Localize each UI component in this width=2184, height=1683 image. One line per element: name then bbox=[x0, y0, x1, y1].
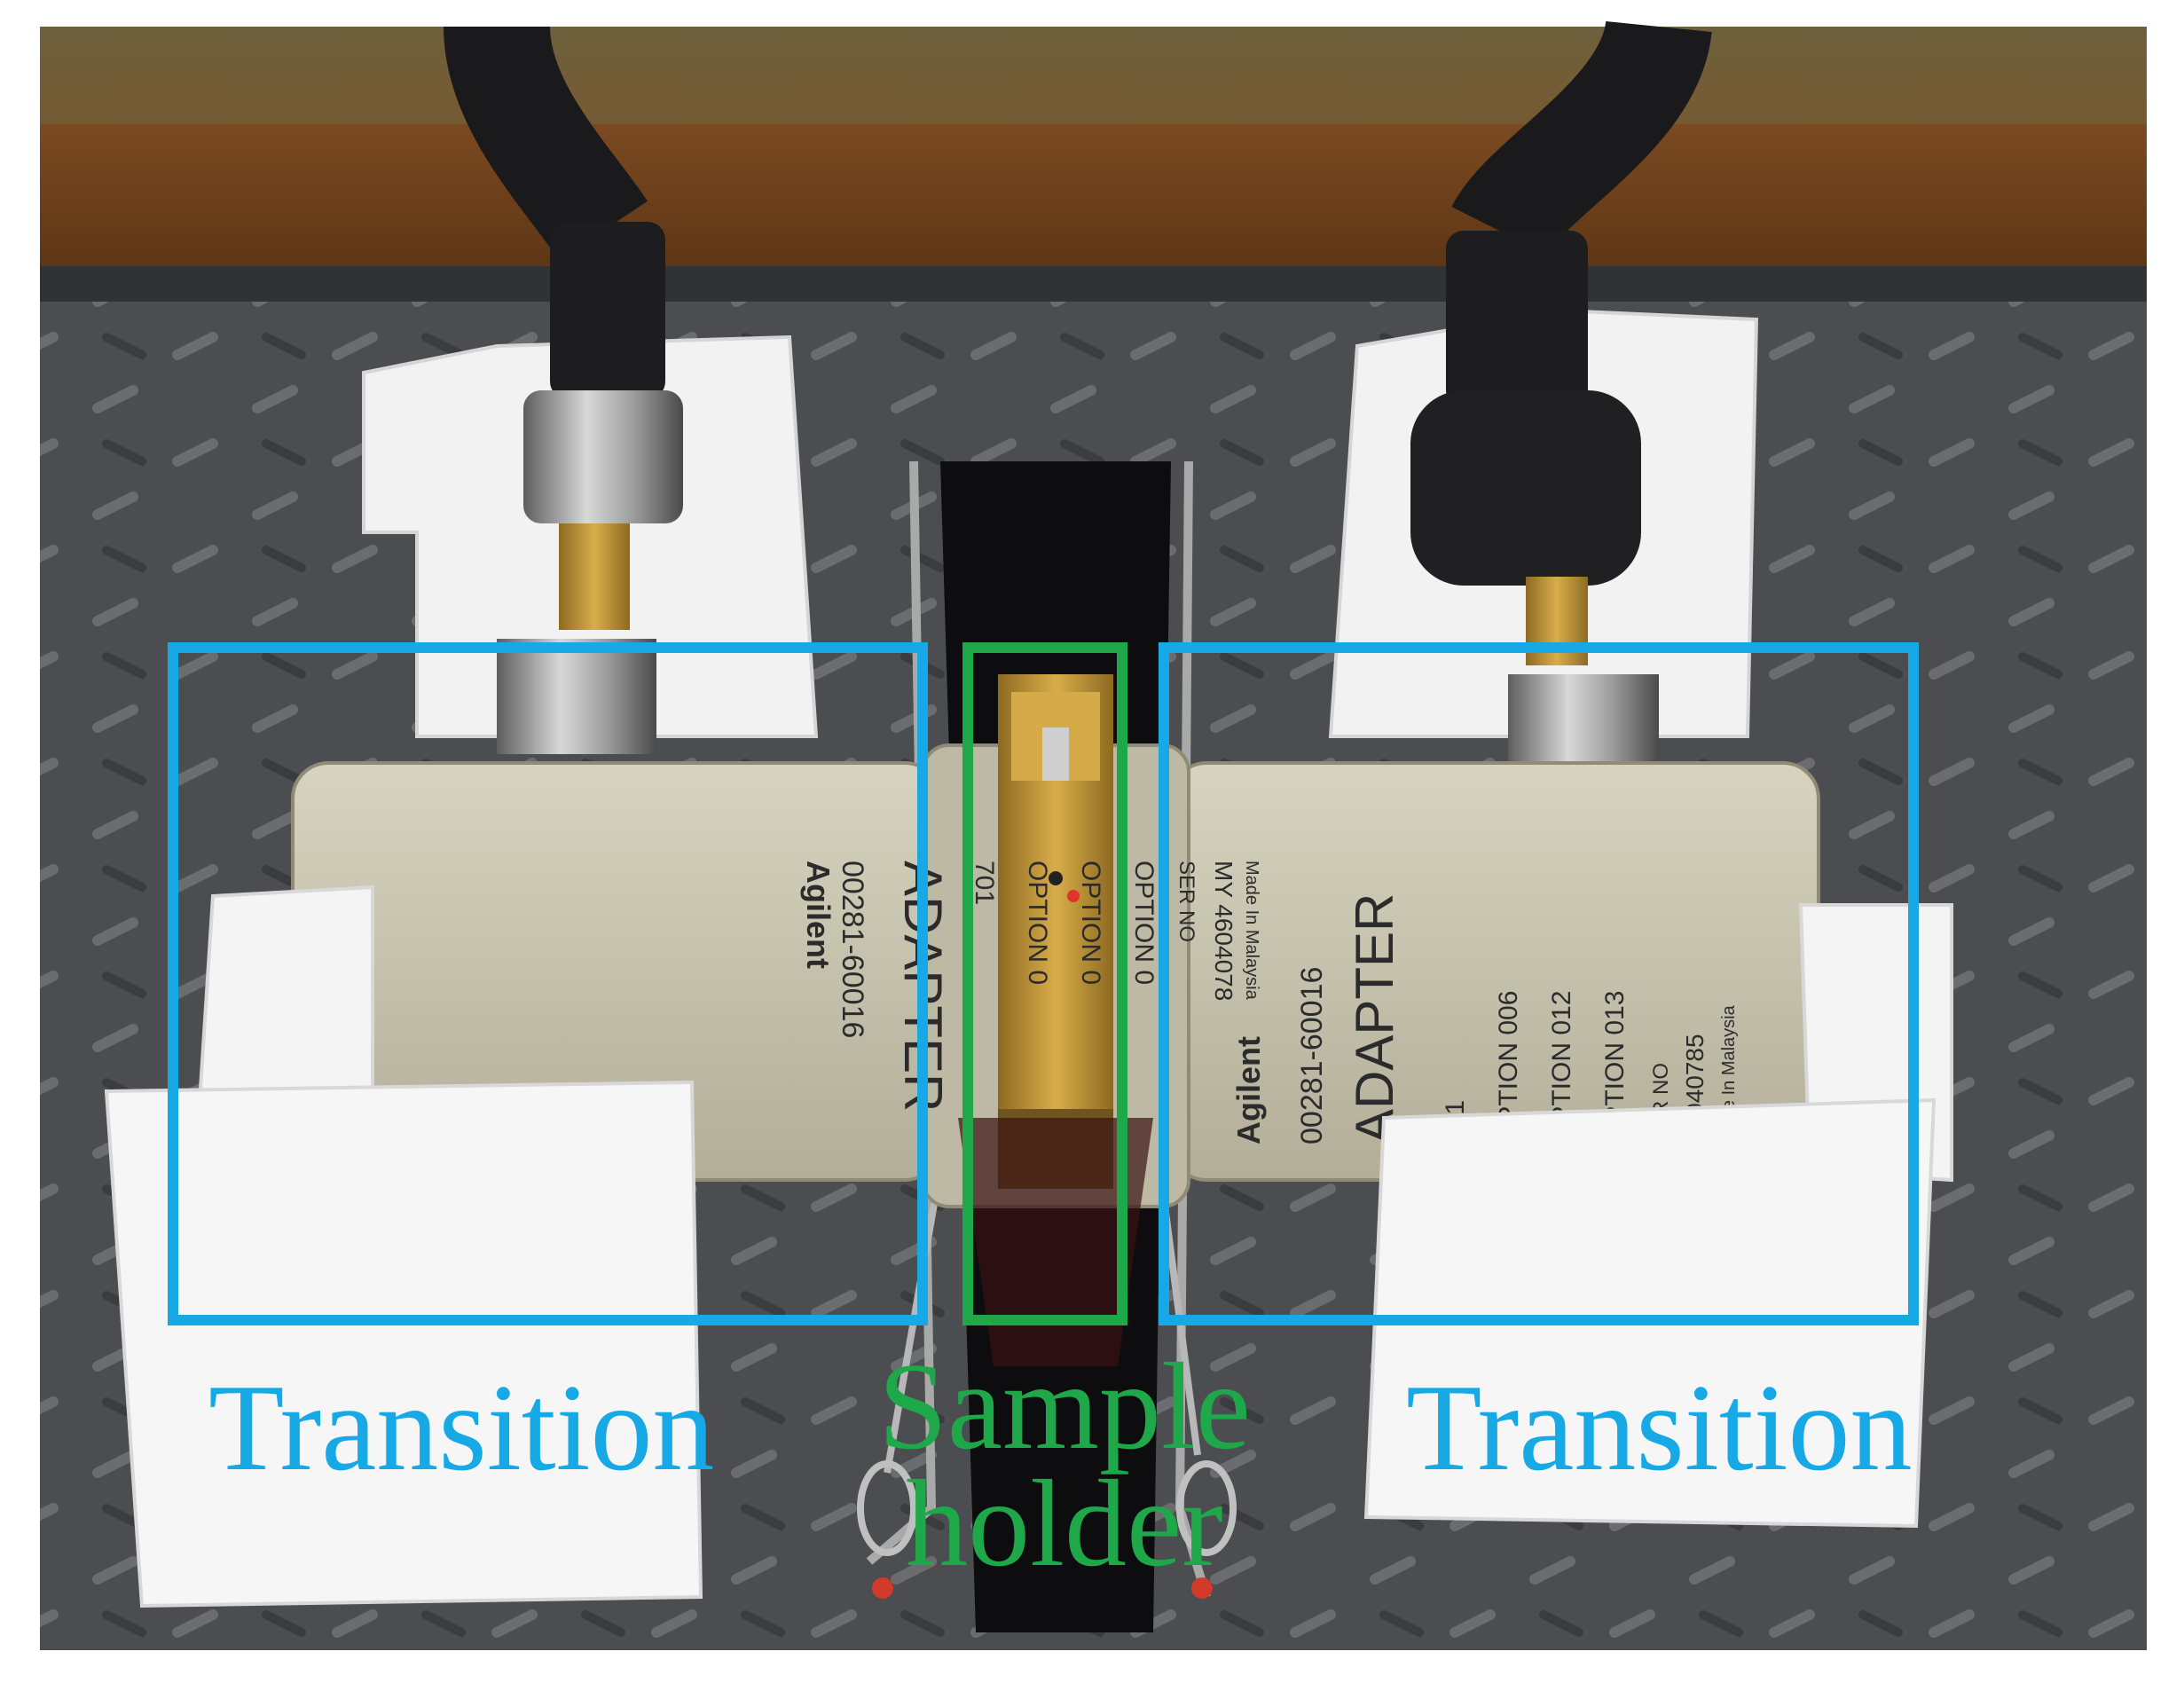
foam-block-front-right bbox=[1363, 1097, 1937, 1529]
left-adapter-option-3: OPTION 0 bbox=[1076, 861, 1105, 985]
transition-box-right bbox=[1159, 642, 1919, 1325]
left-adapter-serial: MY 4604078 bbox=[1210, 861, 1237, 1001]
right-adapter-name: ADAPTER bbox=[1345, 893, 1404, 1144]
foam-block-front-left bbox=[104, 1080, 703, 1608]
sample-holder-label-line-2: holder bbox=[906, 1454, 1223, 1593]
left-connector-nut bbox=[523, 390, 683, 523]
transition-label-right: Transition bbox=[1406, 1359, 1913, 1497]
left-cable bbox=[444, 24, 648, 261]
left-adapter-option-2: OPTION 0 bbox=[1023, 861, 1052, 985]
left-adapter-part: 00281-60016 bbox=[836, 861, 869, 1038]
left-adapter-serial-label: SER NO bbox=[1174, 861, 1198, 942]
sample-holder-box bbox=[962, 642, 1127, 1325]
transition-label-left: Transition bbox=[208, 1359, 715, 1497]
right-cable bbox=[1451, 18, 1712, 258]
sample-holder-label-line-1: Sample bbox=[878, 1338, 1251, 1475]
left-adapter-brand: Agilent bbox=[800, 861, 837, 969]
right-adapter-brand: Agilent bbox=[1230, 1036, 1267, 1144]
right-adapter-part: 00281-60016 bbox=[1295, 967, 1329, 1144]
right-connector-cap bbox=[1410, 390, 1641, 586]
transition-box-left bbox=[168, 642, 928, 1325]
sample-holder-label: Sample holder bbox=[878, 1338, 1251, 1593]
left-adapter-origin: Made In Malaysia bbox=[1242, 861, 1261, 1001]
left-adapter-option-1: 701 bbox=[970, 861, 999, 905]
left-adapter-option-4: OPTION 0 bbox=[1129, 861, 1159, 985]
